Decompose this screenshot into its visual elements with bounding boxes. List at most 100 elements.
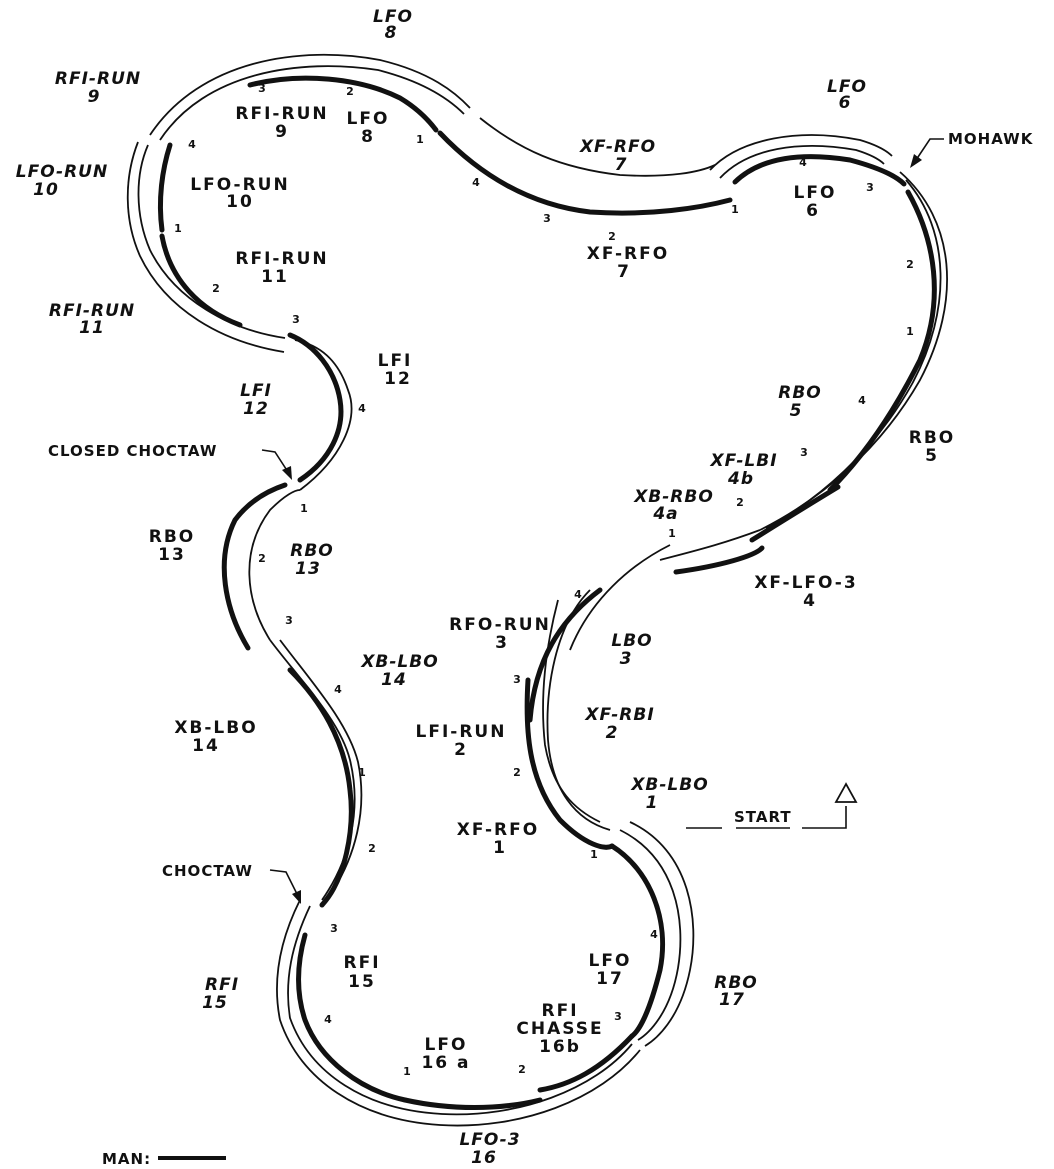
svg-text:LFO: LFO [589, 951, 632, 971]
legend-man: MAN: [102, 1150, 226, 1168]
beat-number: 1 [590, 848, 598, 861]
man-edge-lfi-12 [287, 332, 344, 483]
svg-text:RBO: RBO [909, 428, 956, 448]
svg-text:8: 8 [385, 23, 398, 43]
lady-label-rfi-run-11: RFI-RUN 11 [49, 301, 134, 338]
start-pointer-line [686, 806, 847, 829]
svg-text:RBO: RBO [714, 973, 758, 993]
beat-number: 4 [472, 176, 480, 189]
beat-number: 3 [614, 1010, 622, 1023]
svg-text:RFI-RUN: RFI-RUN [235, 249, 328, 269]
choctaw-pointer [269, 869, 299, 897]
svg-text:12: 12 [384, 369, 412, 389]
svg-text:2: 2 [606, 723, 619, 743]
lady-label-rfi-15: RFI 15 [202, 975, 238, 1013]
svg-text:15: 15 [202, 993, 228, 1013]
svg-text:XB-LBO: XB-LBO [360, 652, 438, 672]
svg-text:15: 15 [348, 972, 376, 992]
beat-number: 2 [513, 766, 521, 779]
beat-number: 3 [292, 313, 300, 326]
svg-text:4b: 4b [727, 469, 754, 489]
closed-choctaw-pointer [261, 449, 289, 473]
annotation-start: START [686, 782, 858, 829]
lady-label-rbo-17: RBO 17 [714, 973, 758, 1010]
lady-edge-lfo-3-16 [276, 899, 641, 1127]
beat-number: 1 [300, 502, 308, 515]
svg-text:10: 10 [33, 180, 59, 200]
beat-number: 2 [212, 282, 220, 295]
svg-text:CHOCTAW: CHOCTAW [162, 862, 253, 880]
beat-number: 4 [334, 683, 342, 696]
man-edge-lfi-run-2 [524, 677, 615, 850]
lady-edge-xb-lbo-14b [279, 639, 363, 896]
svg-text:RBO: RBO [149, 527, 196, 547]
lady-label-xf-lbi-4b: XF-LBI 4b [709, 451, 777, 489]
man-labels: RFI-RUN 9 LFO 8 LFO-RUN 10 RFI-RUN 11 LF… [149, 104, 956, 1073]
beat-number: 4 [358, 402, 366, 415]
svg-text:RBO: RBO [290, 541, 334, 561]
man-label-rbo-5: RBO 5 [909, 428, 956, 466]
svg-text:LFO: LFO [425, 1035, 468, 1055]
lady-label-lfo-run-10: LFO-RUN 10 [16, 162, 108, 200]
svg-text:MAN:: MAN: [102, 1150, 151, 1168]
man-edge-xf-rfo-7 [437, 130, 733, 216]
svg-text:5: 5 [925, 446, 939, 466]
beat-number: 3 [513, 673, 521, 686]
closed-choctaw-arrowhead [282, 466, 292, 480]
svg-text:LFO-RUN: LFO-RUN [16, 162, 108, 182]
lady-label-xf-rfo-7: XF-RFO 7 [579, 137, 655, 175]
svg-text:7: 7 [617, 262, 631, 282]
lady-edge-rbo-17b [619, 829, 682, 1041]
svg-text:XB-RBO: XB-RBO [633, 487, 714, 507]
lady-label-lfo-8: LFO 8 [373, 7, 412, 43]
beat-number: 1 [668, 527, 676, 540]
man-edge-lfo-17 [609, 843, 666, 1039]
man-label-lfo-6: LFO 6 [794, 183, 837, 221]
svg-text:XF-LBI: XF-LBI [709, 451, 777, 471]
beat-number: 2 [906, 258, 914, 271]
man-label-rfi-run-11: RFI-RUN 11 [235, 249, 328, 287]
man-edge-rbo-5b [749, 484, 841, 543]
man-label-xb-lbo-14: XB-LBO 14 [174, 718, 255, 756]
svg-text:RBO: RBO [778, 383, 822, 403]
man-edge-rbo-5 [827, 189, 937, 493]
svg-text:LFI: LFI [378, 351, 413, 371]
man-edge-xf-lfo-3 [673, 545, 765, 575]
svg-text:6: 6 [806, 201, 820, 221]
beat-number: 2 [608, 230, 616, 243]
annotation-closed-choctaw: CLOSED CHOCTAW [48, 442, 292, 480]
lady-edge-rfi-15 [287, 905, 633, 1116]
start-arrowhead [834, 782, 858, 803]
beat-number: 3 [285, 614, 293, 627]
man-edge-rfi-run-9 [247, 75, 439, 133]
svg-text:XF-RBI: XF-RBI [584, 705, 654, 725]
lady-edge-xf-rbi-2 [542, 599, 601, 823]
lady-label-lfi-12: LFI 12 [240, 381, 271, 419]
svg-text:16: 16 [471, 1148, 497, 1168]
svg-text:11: 11 [261, 267, 289, 287]
lady-edge-lbo-3 [546, 589, 611, 831]
lady-edge-xf-lbi [659, 529, 761, 561]
mohawk-arrowhead [910, 154, 922, 168]
lady-edge-rbo-17 [629, 821, 695, 1047]
beat-number: 1 [906, 325, 914, 338]
man-label-rfo-run-3: RFO-RUN 3 [449, 615, 549, 653]
svg-text:14: 14 [192, 736, 220, 756]
svg-text:RFI-RUN: RFI-RUN [55, 69, 141, 89]
man-label-rbo-13: RBO 13 [149, 527, 196, 565]
beat-number: 3 [543, 212, 551, 225]
beat-number: 3 [330, 922, 338, 935]
svg-text:LFO: LFO [794, 183, 837, 203]
svg-text:13: 13 [295, 559, 321, 579]
beat-number: 3 [866, 181, 874, 194]
svg-text:9: 9 [88, 87, 101, 107]
man-label-lfo-8: LFO 8 [347, 109, 390, 147]
svg-text:LFO: LFO [347, 109, 390, 129]
svg-text:6: 6 [839, 93, 852, 113]
svg-text:9: 9 [275, 122, 289, 142]
lady-label-xb-rbo-4a: XB-RBO 4a [633, 487, 714, 524]
lady-label-rfi-run-9: RFI-RUN 9 [55, 69, 141, 107]
lady-label-lbo-3: LBO 3 [611, 631, 651, 669]
